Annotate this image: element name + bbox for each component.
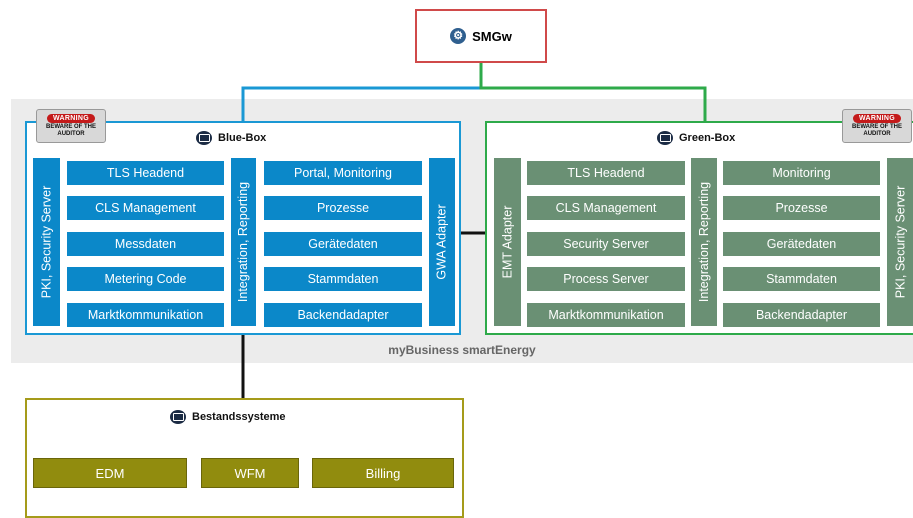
warning-sign-top: WARNING [853,114,901,123]
blue-col1-item: CLS Management [67,196,224,220]
blue-col1-item: TLS Headend [67,161,224,185]
warning-sign-line1: BEWARE OF THE [851,124,902,130]
blue-col2-item: Portal, Monitoring [264,161,422,185]
monitor-icon [657,131,673,145]
smgw-node: ⚙ SMGw [415,9,547,63]
green-col2-item: Gerätedaten [723,232,880,256]
blue-box-title-text: Blue-Box [218,132,267,144]
legacy-item-edm: EDM [33,458,187,488]
blue-col1-item: Metering Code [67,267,224,291]
legacy-item-billing: Billing [312,458,454,488]
legacy-box-title: Bestandssysteme [170,410,286,424]
warning-sign-right: WARNING BEWARE OF THE AUDITOR [842,109,912,143]
warning-sign-line1: BEWARE OF THE [45,124,96,130]
blue-box-title: Blue-Box [196,131,266,145]
green-right-vertical: PKI, Security Server [887,158,913,326]
green-col1-item: Process Server [527,267,685,291]
green-right-vertical-text: PKI, Security Server [893,185,908,299]
green-col1-item: CLS Management [527,196,685,220]
blue-connector [241,63,483,121]
blue-left-vertical: PKI, Security Server [33,158,60,326]
warning-sign-top: WARNING [47,114,95,123]
warning-sign-text: BEWARE OF THE AUDITOR [852,124,902,138]
blue-right-vertical: GWA Adapter [429,158,455,326]
green-connector [479,63,707,121]
green-col1-item: Marktkommunikation [527,303,685,327]
blue-col2-item: Prozesse [264,196,422,220]
blue-left-vertical-text: PKI, Security Server [39,185,54,299]
gear-icon: ⚙ [450,28,467,44]
blue-right-vertical-text: GWA Adapter [435,204,449,280]
warning-sign-line2: AUDITOR [863,131,891,137]
blue-col2-item: Stammdaten [264,267,422,291]
monitor-icon [170,410,186,424]
green-col2-item: Prozesse [723,196,880,220]
green-middle-vertical: Integration, Reporting [691,158,717,326]
legacy-item-wfm: WFM [201,458,299,488]
blue-col2-item: Backendadapter [264,303,422,327]
blue-middle-vertical: Integration, Reporting [231,158,256,326]
green-col2-item: Monitoring [723,161,880,185]
monitor-icon [196,131,212,145]
green-col2-item: Stammdaten [723,267,880,291]
warning-sign-line2: AUDITOR [57,131,85,137]
warning-sign-left: WARNING BEWARE OF THE AUDITOR [36,109,106,143]
green-middle-vertical-text: Integration, Reporting [697,181,711,303]
platform-label: myBusiness smartEnergy [388,343,536,357]
green-left-vertical: EMT Adapter [494,158,521,326]
blue-middle-vertical-text: Integration, Reporting [236,181,251,303]
green-col1-item: TLS Headend [527,161,685,185]
warning-sign-text: BEWARE OF THE AUDITOR [46,124,96,138]
green-box-title-text: Green-Box [679,132,736,144]
green-box-title: Green-Box [657,131,735,145]
blue-col1-item: Marktkommunikation [67,303,224,327]
green-left-vertical-text: EMT Adapter [500,205,515,279]
blue-col2-item: Gerätedaten [264,232,422,256]
green-col2-item: Backendadapter [723,303,880,327]
blue-col1-item: Messdaten [67,232,224,256]
smgw-label: SMGw [472,28,512,44]
green-col1-item: Security Server [527,232,685,256]
legacy-box-title-text: Bestandssysteme [192,411,286,423]
